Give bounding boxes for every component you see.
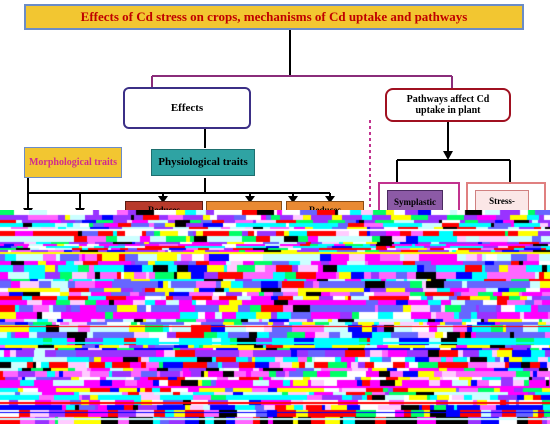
- physiological-label: Physiological traits: [158, 156, 248, 169]
- diagram-title-text: Effects of Cd stress on crops, mechanism…: [80, 8, 468, 24]
- morphological-traits-box: Morphological traits: [24, 147, 122, 178]
- effects-box: Effects: [123, 87, 251, 129]
- pathways-label: Pathways affect Cd uptake in plant: [406, 93, 490, 117]
- stress-outer: [466, 182, 546, 222]
- symplastic-label: Symplastic: [393, 197, 436, 207]
- physiological-traits-box: Physiological traits: [151, 149, 255, 176]
- corrupted-image-region: [0, 210, 550, 424]
- morphological-label: Morphological traits: [28, 156, 118, 168]
- symplastic-outer: [378, 182, 460, 222]
- stress-label: Stress-: [489, 196, 515, 206]
- pathways-box: Pathways affect Cd uptake in plant: [385, 88, 511, 122]
- effects-label: Effects: [170, 101, 204, 114]
- diagram-title: Effects of Cd stress on crops, mechanism…: [24, 4, 524, 30]
- arrow-pathways: [443, 151, 453, 160]
